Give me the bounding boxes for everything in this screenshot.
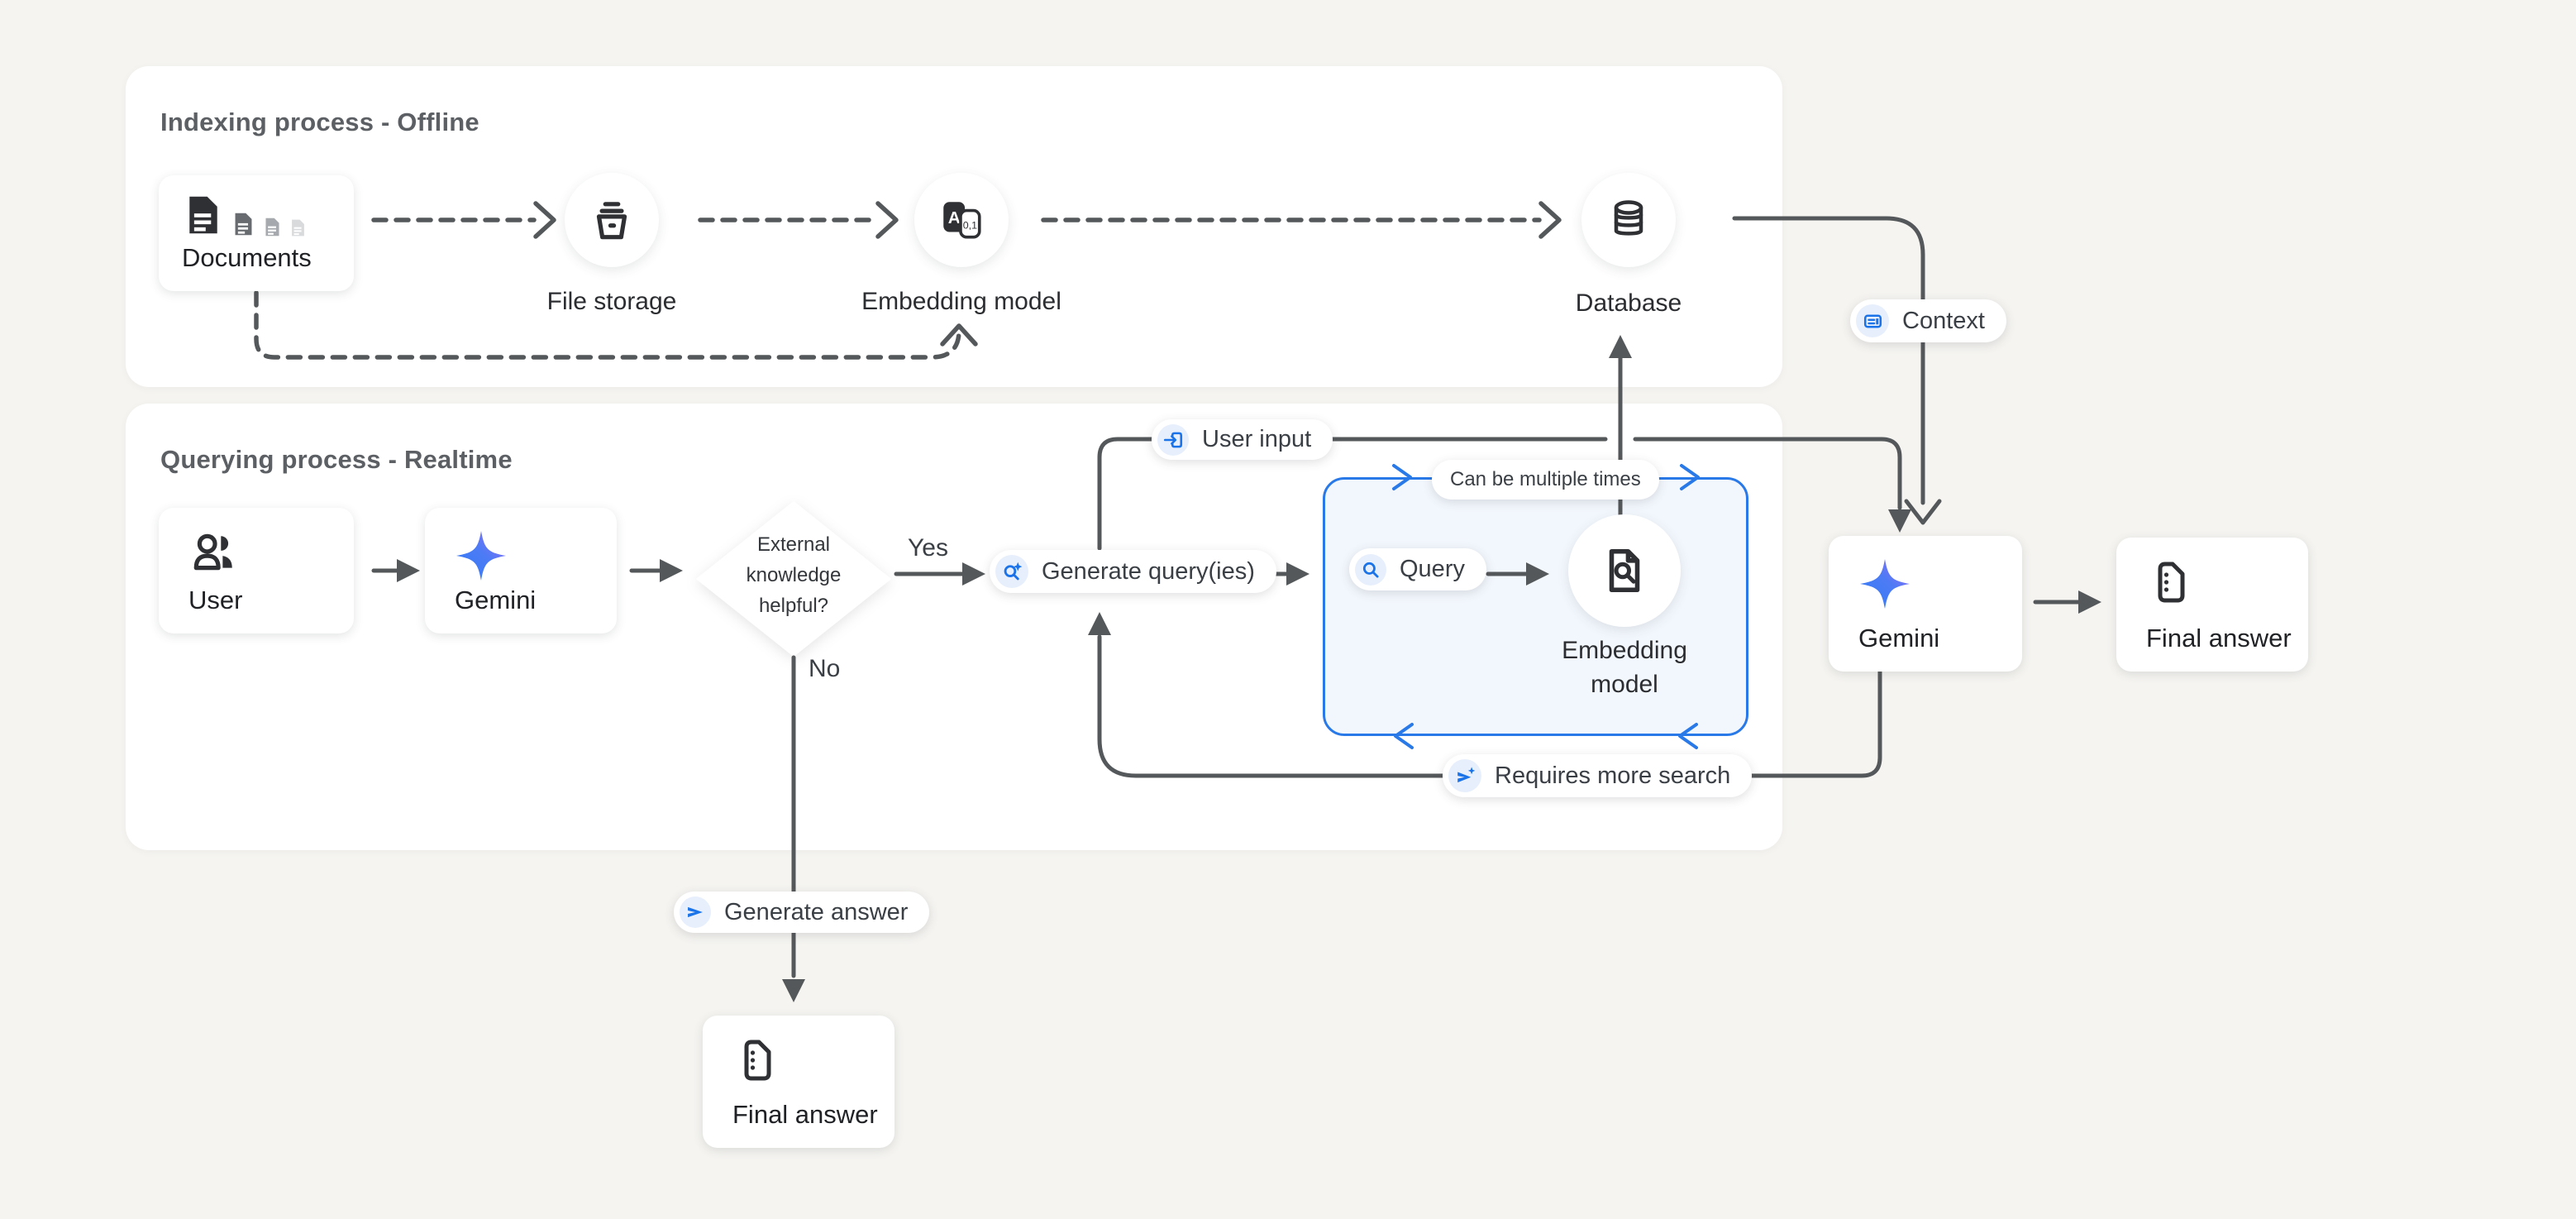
user-label: User xyxy=(188,586,243,614)
query-label: Query xyxy=(1400,556,1465,582)
arrowhead-embedding-realtime xyxy=(1526,562,1549,586)
line-context-route xyxy=(1732,216,1925,505)
loopbox-chevron-bottom-right xyxy=(1678,723,1698,749)
arrowhead-feedback-up xyxy=(940,323,978,347)
search-sparkle-icon xyxy=(995,555,1028,588)
line-user-input-route xyxy=(1097,437,1902,551)
query-pill: Query xyxy=(1349,548,1486,590)
file-storage-label: File storage xyxy=(546,288,677,315)
embedding-model-realtime-node xyxy=(1568,514,1681,627)
arrowhead-final-answer-bottom xyxy=(782,979,805,1002)
user-input-label: User input xyxy=(1202,426,1312,452)
requires-more-search-pill: Requires more search xyxy=(1443,754,1753,797)
retrieval-loop-box xyxy=(1323,477,1748,736)
arrowhead-database-up xyxy=(1609,335,1632,358)
user-card: User xyxy=(159,508,354,633)
arrowhead-storage xyxy=(533,201,556,239)
users-icon xyxy=(193,533,232,571)
documents-card: Documents xyxy=(159,175,354,291)
arrowhead-final-answer-right xyxy=(2078,590,2101,614)
arrowhead-embedding xyxy=(875,201,899,239)
arrowhead-database xyxy=(1538,201,1562,239)
svg-text:0,1: 0,1 xyxy=(963,219,977,231)
generate-queries-pill: Generate query(ies) xyxy=(990,550,1276,593)
gemini-query-label: Gemini xyxy=(455,586,537,614)
final-answer-bottom-card: Final answer xyxy=(703,1016,894,1148)
arrowhead-loopbox xyxy=(1286,562,1309,586)
decision-text: External knowledge helpful? xyxy=(746,533,842,617)
arrowhead-generate-queries xyxy=(962,562,985,586)
arrowhead-context-chevron xyxy=(1904,499,1942,525)
gemini-star-icon xyxy=(456,531,506,581)
loopbox-chevron-bottom-left xyxy=(1394,723,1414,749)
indexing-title: Indexing process - Offline xyxy=(160,108,479,136)
final-answer-right-label: Final answer xyxy=(2146,624,2292,653)
arrowhead-gemini xyxy=(397,559,420,582)
draft-file-icon xyxy=(744,1040,771,1081)
document-stack-icon xyxy=(182,192,354,238)
documents-label: Documents xyxy=(182,243,312,272)
database-cylinder-icon xyxy=(1614,200,1643,236)
storage-bucket-icon xyxy=(596,202,627,240)
querying-title: Querying process - Realtime xyxy=(160,445,513,474)
generate-answer-pill: Generate answer xyxy=(674,892,930,933)
database-label: Database xyxy=(1575,289,1682,317)
gemini-answer-card: Gemini xyxy=(1829,536,2022,672)
gemini-star-icon xyxy=(1860,559,1910,609)
input-login-icon xyxy=(1157,423,1189,456)
gemini-answer-label: Gemini xyxy=(1858,624,1940,653)
send-sparkle-icon xyxy=(1448,759,1481,792)
embedding-model-offline-node: A 0,1 xyxy=(914,173,1009,267)
can-be-multiple-times-pill: Can be multiple times xyxy=(1432,460,1659,500)
embedding-model-offline-label: Embedding model xyxy=(861,288,1061,315)
generate-answer-label: Generate answer xyxy=(724,898,909,925)
draft-file-icon xyxy=(2158,562,2185,603)
no-label: No xyxy=(809,655,841,682)
generate-queries-label: Generate query(ies) xyxy=(1042,557,1255,585)
context-label: Context xyxy=(1902,307,1985,334)
send-icon xyxy=(680,896,711,928)
file-storage-node xyxy=(565,173,659,267)
arrow-documents-feedback xyxy=(254,290,961,360)
loopbox-chevron-top-left xyxy=(1392,464,1412,490)
svg-text:A: A xyxy=(948,208,961,227)
line-requires-more-search-loop xyxy=(1097,634,1882,778)
user-input-pill: User input xyxy=(1152,419,1333,460)
can-be-multiple-times-label: Can be multiple times xyxy=(1450,468,1641,490)
final-answer-right-card: Final answer xyxy=(2116,538,2308,672)
article-icon xyxy=(1856,304,1889,337)
embedding-model-realtime-label: Embedding model xyxy=(1562,637,1687,698)
translate-embedding-icon: A 0,1 xyxy=(943,202,981,239)
decision-diamond xyxy=(696,501,891,657)
gemini-query-card: Gemini xyxy=(425,508,617,633)
document-search-icon xyxy=(1609,548,1640,593)
search-icon xyxy=(1355,553,1386,586)
yes-label: Yes xyxy=(908,534,948,562)
loopbox-chevron-top-right xyxy=(1680,464,1700,490)
final-answer-bottom-label: Final answer xyxy=(732,1100,878,1129)
database-node xyxy=(1581,173,1676,267)
arrowhead-decision xyxy=(660,559,683,582)
arrowhead-loop-up xyxy=(1088,612,1111,635)
arrowhead-gemini-answer xyxy=(1888,509,1911,533)
context-pill: Context xyxy=(1850,299,2006,342)
requires-more-search-label: Requires more search xyxy=(1495,762,1731,789)
